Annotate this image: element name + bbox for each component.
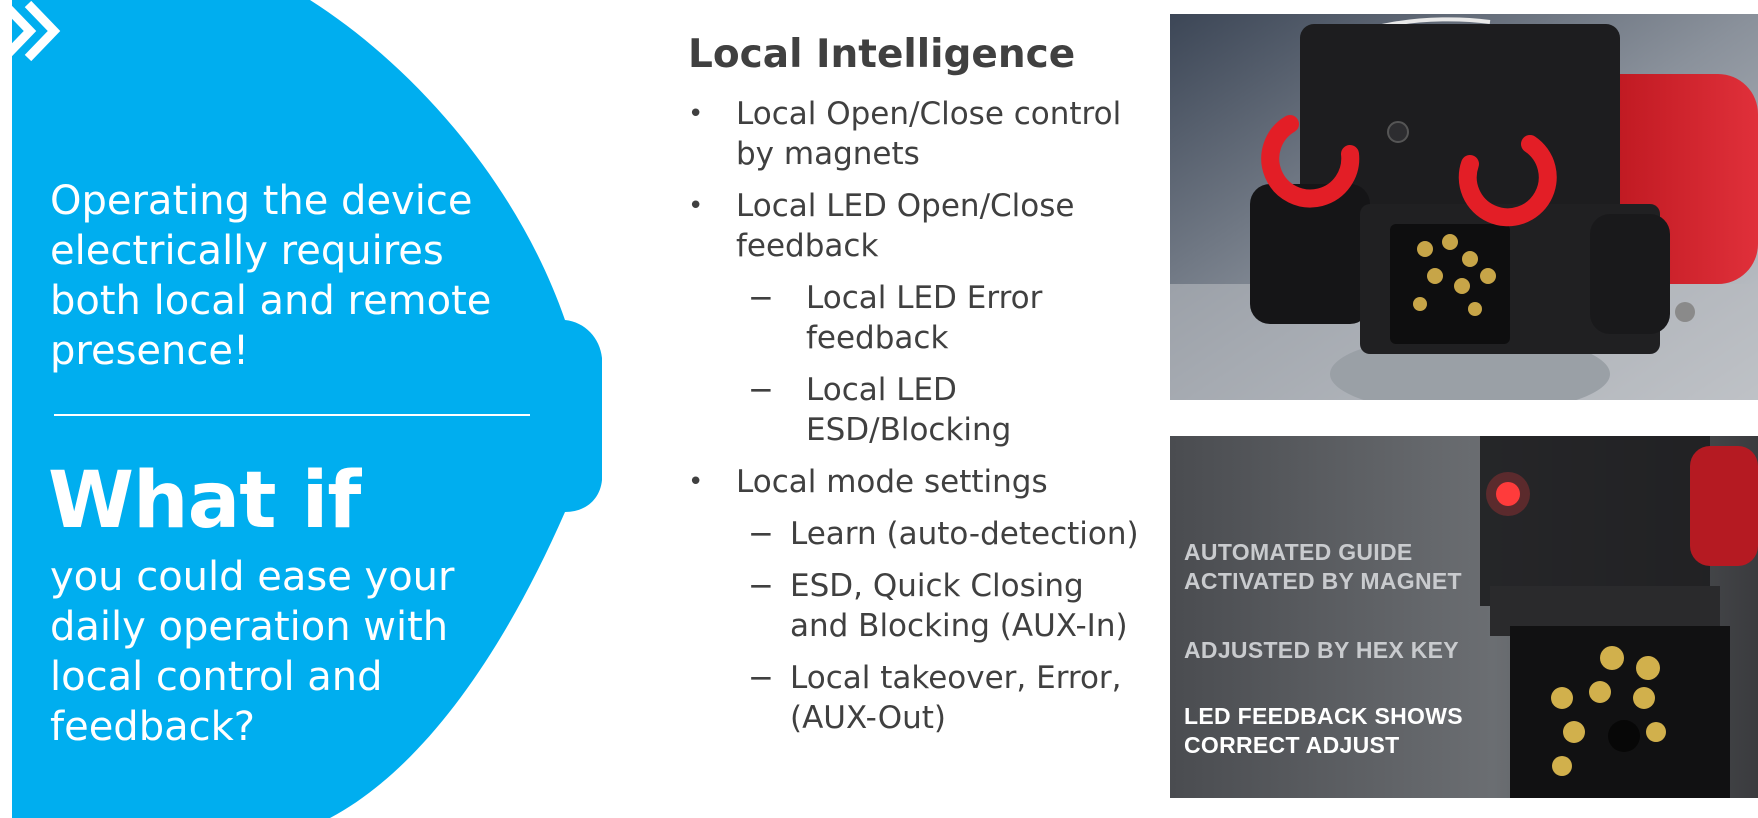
dash-marker: − (748, 280, 774, 316)
overlay-line: AUTOMATED GUIDE (1184, 539, 1413, 565)
double-chevron-right-icon (0, 0, 61, 62)
overlay-caption-led: LED FEEDBACK SHOWS CORRECT ADJUST (1184, 702, 1463, 760)
actuator-illustration (1170, 14, 1758, 400)
list-item: Local mode settings (688, 462, 1148, 502)
divider-line (54, 414, 530, 416)
overlay-line: CORRECT ADJUST (1184, 732, 1400, 758)
section-title: Local Intelligence (688, 32, 1076, 77)
list-item: Local Open/Close control by magnets (688, 94, 1148, 174)
sub-list-item-label: Local LED Error feedback (806, 280, 1043, 356)
dash-marker: − (748, 372, 774, 408)
sub-list-item: − ESD, Quick Closing and Blocking (AUX-I… (688, 566, 1148, 646)
headline: What if (48, 456, 361, 546)
sub-list-item-label: Local LED ESD/Blocking (806, 372, 1012, 448)
dash-marker: − (748, 516, 774, 552)
dash-marker: − (748, 568, 774, 604)
question-text: you could ease your daily operation with… (50, 554, 455, 750)
sub-list-item: − Local takeover, Error, (AUX-Out) (688, 658, 1148, 738)
feature-list: Local Open/Close control by magnets Loca… (688, 94, 1148, 750)
overlay-caption-hex-key: ADJUSTED BY HEX KEY (1184, 636, 1459, 665)
blue-callout-panel: Operating the device electrically requir… (0, 0, 640, 818)
sub-list-item-label: Learn (auto-detection) (790, 516, 1139, 552)
sub-list-item: − Local LED Error feedback (688, 278, 1148, 358)
sub-list-item-label: ESD, Quick Closing and Blocking (AUX-In) (790, 568, 1128, 644)
dash-marker: − (748, 660, 774, 696)
overlay-line: LED FEEDBACK SHOWS (1184, 703, 1463, 729)
list-item: Local LED Open/Close feedback (688, 186, 1148, 266)
blue-callout-shape (7, 0, 607, 818)
actuator-photo-top (1170, 14, 1758, 400)
sub-list-item-label: Local takeover, Error, (AUX-Out) (790, 660, 1122, 736)
actuator-closeup-illustration (1170, 436, 1758, 798)
sub-list-item: − Learn (auto-detection) (688, 514, 1148, 554)
overlay-line: ACTIVATED BY MAGNET (1184, 568, 1462, 594)
overlay-caption-magnet: AUTOMATED GUIDE ACTIVATED BY MAGNET (1184, 538, 1462, 596)
actuator-photo-bottom: AUTOMATED GUIDE ACTIVATED BY MAGNET ADJU… (1170, 436, 1758, 798)
intro-text: Operating the device electrically requir… (50, 178, 492, 374)
overlay-line: ADJUSTED BY HEX KEY (1184, 637, 1459, 663)
sub-list-item: − Local LED ESD/Blocking (688, 370, 1148, 450)
